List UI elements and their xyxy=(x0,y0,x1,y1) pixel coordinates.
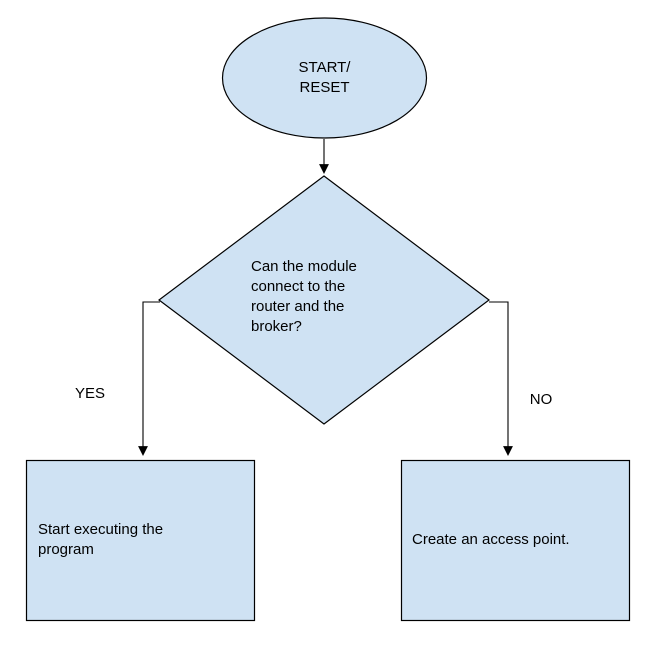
start-ellipse-shape xyxy=(221,17,428,139)
no-branch-label: NO xyxy=(529,391,553,408)
no-process-label: Create an access point. xyxy=(412,531,570,548)
decision-diamond-shape xyxy=(158,175,490,425)
yes-process-box-shape xyxy=(25,459,256,622)
decision-label: Can the module connect to the router and… xyxy=(251,258,357,335)
yes-branch-label: YES xyxy=(74,385,105,402)
no-branch-arrow xyxy=(489,301,513,456)
yes-branch-arrow xyxy=(138,301,160,456)
yes-process-label: Start executing the program xyxy=(38,521,164,558)
start-label: START/ RESET xyxy=(298,59,351,96)
no-process-box-shape xyxy=(400,459,631,622)
